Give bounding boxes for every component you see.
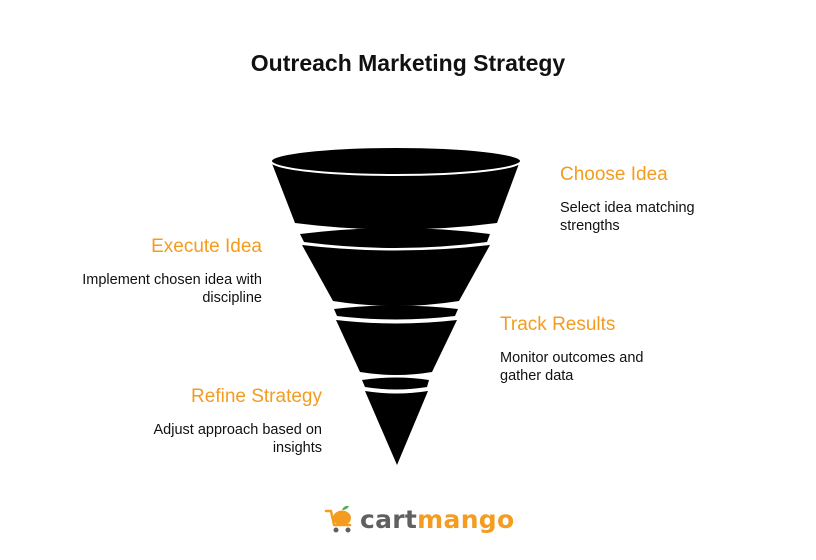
funnel-segment-2: [302, 245, 490, 306]
brand-name-cart: cart: [360, 504, 418, 534]
funnel-segment-1: [271, 161, 520, 230]
stage-description: Adjust approach based on insights: [153, 422, 323, 456]
stage-description: Monitor outcomes and gather data: [500, 350, 644, 384]
stage-label: Execute Idea: [151, 236, 262, 257]
funnel-segment-4: [365, 391, 428, 465]
stage-description: Select idea matching strengths: [560, 200, 695, 234]
stage-track-results: Track Results Monitor outcomes and gathe…: [500, 314, 760, 385]
page-title: Outreach Marketing Strategy: [250, 50, 566, 76]
brand-name-mango: mango: [417, 504, 515, 534]
funnel-ring-1: [300, 228, 490, 248]
stage-description: Implement chosen idea with discipline: [82, 272, 262, 306]
stage-choose-idea: Choose Idea Select idea matching strengt…: [560, 164, 816, 235]
funnel-segment-3: [336, 320, 457, 375]
stage-label: Refine Strategy: [191, 386, 322, 407]
mango-cart-icon: [324, 505, 352, 533]
stage-execute-idea: Execute Idea Implement chosen idea with …: [2, 236, 262, 307]
stage-label: Choose Idea: [560, 164, 668, 185]
funnel-ring-3: [362, 377, 429, 390]
funnel-ring-2: [334, 305, 458, 320]
stage-label: Track Results: [500, 314, 616, 335]
stage-refine-strategy: Refine Strategy Adjust approach based on…: [62, 386, 323, 457]
funnel-top-rim: [270, 146, 522, 176]
